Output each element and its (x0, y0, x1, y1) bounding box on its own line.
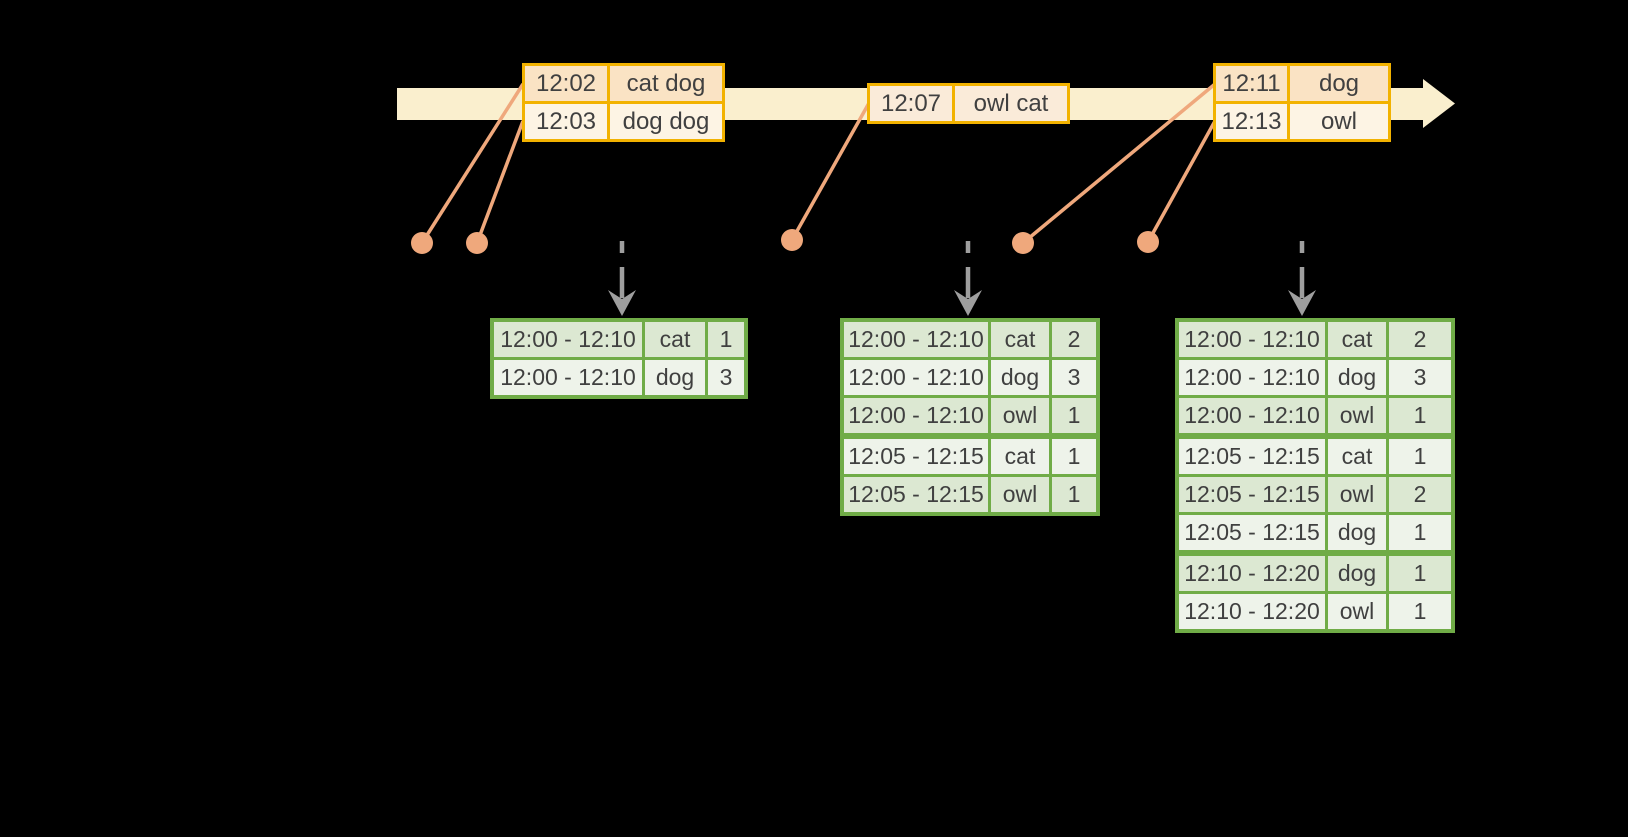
event-connector-line (475, 120, 525, 244)
result-word-cell: dog (1328, 360, 1386, 395)
result-window-cell: 12:00 - 12:10 (844, 398, 988, 433)
result-word-cell: cat (991, 322, 1049, 357)
result-count-cell: 1 (1389, 594, 1451, 629)
result-window-cell: 12:05 - 12:15 (1179, 477, 1325, 512)
result-window-cell: 12:05 - 12:15 (1179, 515, 1325, 550)
result-window-cell: 12:00 - 12:10 (844, 322, 988, 357)
event-connector-line (790, 102, 871, 241)
result-window-cell: 12:10 - 12:20 (1179, 594, 1325, 629)
event-words-cell: owl cat (955, 86, 1067, 121)
result-count-cell: 1 (1052, 398, 1096, 433)
result-count-cell: 1 (1389, 515, 1451, 550)
event-dot-icon (781, 229, 803, 251)
event-words-cell: dog dog (610, 104, 722, 139)
result-window-cell: 12:00 - 12:10 (494, 360, 642, 395)
event-time-cell: 12:02 (525, 66, 607, 101)
result-window-cell: 12:05 - 12:15 (844, 439, 988, 474)
result-window-cell: 12:00 - 12:10 (844, 360, 988, 395)
result-window-cell: 12:00 - 12:10 (494, 322, 642, 357)
result-word-cell: owl (1328, 594, 1386, 629)
event-dot-icon (1137, 231, 1159, 253)
result-window-cell: 12:00 - 12:10 (1179, 360, 1325, 395)
result-count-cell: 1 (1389, 439, 1451, 474)
result-word-cell: dog (1328, 556, 1386, 591)
result-word-cell: owl (1328, 477, 1386, 512)
result-window-cell: 12:10 - 12:20 (1179, 556, 1325, 591)
event-connector-line (1146, 120, 1217, 243)
result-word-cell: owl (991, 477, 1049, 512)
event-connector-line (420, 83, 525, 244)
result-word-cell: dog (991, 360, 1049, 395)
result-count-cell: 2 (1052, 322, 1096, 357)
trigger-arrow-icon (608, 241, 636, 316)
result-count-cell: 2 (1389, 477, 1451, 512)
result-count-cell: 1 (1052, 439, 1096, 474)
result-window-cell: 12:05 - 12:15 (1179, 439, 1325, 474)
trigger-arrow-icon (954, 241, 982, 316)
result-word-cell: owl (1328, 398, 1386, 433)
result-word-cell: dog (1328, 515, 1386, 550)
result-count-cell: 1 (708, 322, 744, 357)
event-time-cell: 12:07 (870, 86, 952, 121)
event-dot-icon (411, 232, 433, 254)
result-word-cell: cat (645, 322, 705, 357)
result-count-cell: 3 (1389, 360, 1451, 395)
event-dot-icon (466, 232, 488, 254)
result-count-cell: 1 (1389, 556, 1451, 591)
result-word-cell: cat (1328, 439, 1386, 474)
timeline-arrowhead-icon (1423, 79, 1455, 128)
result-count-cell: 2 (1389, 322, 1451, 357)
event-words-cell: cat dog (610, 66, 722, 101)
result-window-cell: 12:05 - 12:15 (844, 477, 988, 512)
result-word-cell: owl (991, 398, 1049, 433)
event-time-cell: 12:11 (1216, 66, 1287, 101)
result-count-cell: 1 (1052, 477, 1096, 512)
result-window-cell: 12:00 - 12:10 (1179, 322, 1325, 357)
trigger-arrow-icon (1288, 241, 1316, 316)
event-connector-line (1021, 82, 1217, 245)
result-word-cell: cat (1328, 322, 1386, 357)
result-count-cell: 1 (1389, 398, 1451, 433)
result-count-cell: 3 (708, 360, 744, 395)
event-words-cell: owl (1290, 104, 1388, 139)
result-word-cell: dog (645, 360, 705, 395)
result-window-cell: 12:00 - 12:10 (1179, 398, 1325, 433)
event-dot-icon (1012, 232, 1034, 254)
result-word-cell: cat (991, 439, 1049, 474)
result-count-cell: 3 (1052, 360, 1096, 395)
event-words-cell: dog (1290, 66, 1388, 101)
event-time-cell: 12:03 (525, 104, 607, 139)
event-time-cell: 12:13 (1216, 104, 1287, 139)
